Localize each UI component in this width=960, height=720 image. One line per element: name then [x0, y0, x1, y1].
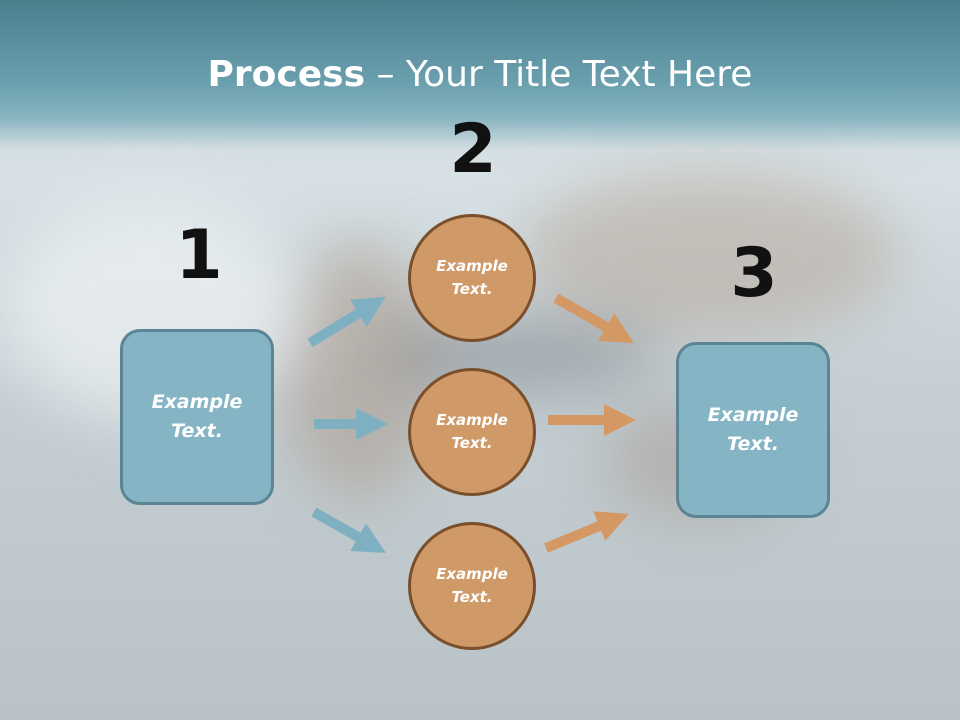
- slide-title: Process – Your Title Text Here: [0, 52, 960, 98]
- step-number-1: 1: [175, 216, 223, 295]
- circle-text: Example Text.: [436, 411, 508, 452]
- arrow-1-to-2-bottom: [311, 507, 386, 553]
- step-number-3: 3: [730, 234, 778, 313]
- step-2-circle-middle: Example Text.: [408, 368, 536, 496]
- step-number-2: 2: [449, 110, 497, 189]
- step-3-box: Example Text.: [676, 342, 830, 518]
- step-1-box: Example Text.: [120, 329, 274, 505]
- step-2-circle-top: Example Text.: [408, 214, 536, 342]
- step-3-text: Example Text.: [707, 404, 799, 455]
- circle-text: Example Text.: [436, 257, 508, 298]
- title-rest: – Your Title Text Here: [365, 54, 753, 95]
- step-2-circle-bottom: Example Text.: [408, 522, 536, 650]
- title-banner: [0, 0, 960, 150]
- arrow-2-top-to-3: [553, 293, 634, 344]
- arrow-2-bottom-to-3: [544, 511, 629, 553]
- circle-text: Example Text.: [436, 565, 508, 606]
- step-1-text: Example Text.: [151, 391, 243, 442]
- arrow-1-to-2-top: [307, 296, 386, 348]
- title-bold: Process: [207, 54, 366, 95]
